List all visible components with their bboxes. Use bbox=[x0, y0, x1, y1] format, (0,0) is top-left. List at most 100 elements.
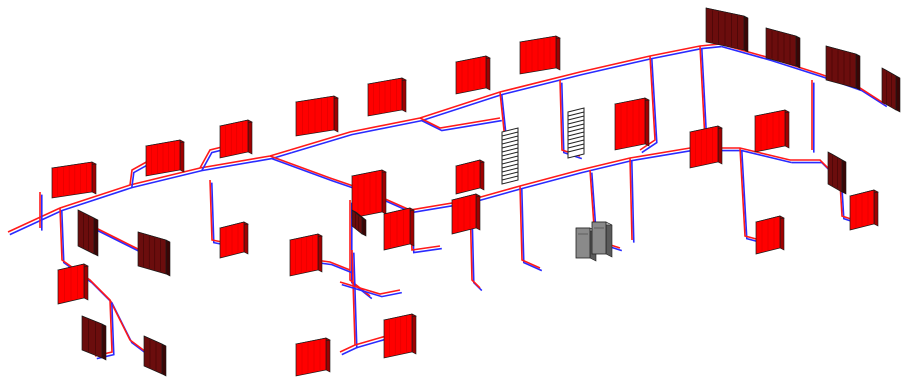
boiler-side bbox=[605, 221, 613, 258]
radiator-icon bbox=[754, 109, 790, 153]
radiator-front bbox=[351, 209, 363, 235]
radiator-icon bbox=[289, 233, 323, 277]
radiator-front bbox=[77, 209, 95, 255]
radiator-side bbox=[841, 159, 847, 195]
radiator-front bbox=[383, 313, 413, 359]
pipe-network bbox=[7, 43, 888, 360]
radiator-front bbox=[825, 45, 857, 89]
radiator-dark-icon bbox=[827, 151, 847, 195]
radiator-icon bbox=[455, 159, 485, 195]
return-pipe bbox=[421, 119, 502, 132]
radiator-front bbox=[219, 119, 249, 159]
radiator-side bbox=[83, 263, 89, 301]
return-pipe bbox=[291, 45, 722, 154]
towel-rail-bar bbox=[567, 127, 585, 133]
towel-rail-bar bbox=[567, 131, 585, 137]
return-pipe bbox=[521, 188, 543, 272]
radiator-side bbox=[161, 343, 167, 377]
towel-rail-bar bbox=[501, 139, 519, 145]
radiator-front bbox=[827, 151, 843, 193]
radiator-side bbox=[873, 189, 879, 227]
radiator-icon bbox=[383, 207, 415, 251]
towel-rail-bar bbox=[501, 175, 519, 181]
towel-rail-bar bbox=[567, 115, 585, 121]
boiler-front bbox=[575, 227, 591, 259]
radiator-side bbox=[317, 233, 323, 273]
radiator-dark-icon bbox=[765, 27, 801, 69]
supply-pipe bbox=[519, 185, 541, 269]
return-pipe bbox=[350, 202, 373, 300]
radiator-side bbox=[795, 35, 801, 69]
towel-rail-bar bbox=[567, 111, 585, 117]
radiator-side bbox=[361, 217, 367, 237]
radiator-side bbox=[475, 193, 481, 231]
towel-rail-bar bbox=[501, 147, 519, 153]
radiator-dark-icon bbox=[881, 67, 901, 113]
radiator-side bbox=[717, 125, 723, 165]
radiator-front bbox=[765, 27, 797, 67]
towel-rail-bar bbox=[567, 139, 585, 145]
towel-rail-bar bbox=[567, 135, 585, 141]
radiator-front bbox=[351, 169, 383, 219]
towel-rail-icon bbox=[501, 127, 519, 185]
radiator-icon bbox=[689, 125, 723, 169]
radiator-side bbox=[101, 323, 107, 361]
radiator-side bbox=[381, 169, 387, 215]
supply-pipe bbox=[719, 43, 886, 105]
radiator-side bbox=[409, 207, 415, 247]
towel-rail-bar bbox=[501, 155, 519, 161]
radiator-dark-icon bbox=[137, 231, 171, 277]
supply-pipe bbox=[339, 249, 356, 353]
radiator-side bbox=[243, 221, 249, 255]
radiator-side bbox=[179, 139, 185, 173]
radiator-side bbox=[555, 35, 561, 71]
supply-pipe bbox=[419, 117, 501, 129]
radiator-front bbox=[289, 233, 319, 277]
return-pipe bbox=[721, 45, 888, 108]
radiator-front bbox=[143, 335, 163, 375]
towel-rail-bar bbox=[501, 171, 519, 177]
radiator-front bbox=[689, 125, 719, 169]
radiator-icon bbox=[849, 189, 879, 231]
radiator-front bbox=[754, 109, 786, 153]
supply-pipe bbox=[129, 159, 151, 186]
towel-rail-bar bbox=[501, 159, 519, 165]
supply-pipe bbox=[739, 147, 761, 241]
radiator-dark-icon bbox=[143, 335, 167, 377]
radiator-side bbox=[247, 119, 253, 155]
supply-pipe bbox=[289, 43, 721, 151]
radiator-icon bbox=[455, 55, 491, 95]
boiler-front bbox=[591, 221, 607, 255]
radiator-side bbox=[325, 337, 331, 373]
supply-pipe bbox=[59, 207, 151, 356]
radiator-icon bbox=[295, 95, 339, 137]
radiator-icon bbox=[367, 77, 407, 117]
return-pipe bbox=[641, 58, 658, 154]
radiator-side bbox=[401, 77, 407, 113]
radiator-icon bbox=[295, 337, 331, 377]
radiator-side bbox=[644, 97, 650, 147]
towel-rail-bar bbox=[567, 147, 585, 153]
radiator-front bbox=[614, 97, 646, 151]
radiator-front bbox=[137, 231, 167, 275]
radiator-dark-icon bbox=[77, 209, 99, 257]
supply-pipe bbox=[639, 55, 656, 151]
return-pipe bbox=[561, 82, 583, 160]
radiator-front bbox=[51, 161, 93, 199]
radiator-icon bbox=[351, 169, 387, 219]
radiator-side bbox=[93, 217, 99, 257]
return-pipe bbox=[341, 283, 402, 298]
radiator-icon bbox=[451, 193, 481, 235]
radiator-side bbox=[895, 75, 901, 113]
radiator-icon bbox=[614, 97, 650, 151]
radiator-icon bbox=[57, 263, 89, 305]
radiator-side bbox=[784, 109, 790, 149]
radiator-side bbox=[411, 313, 417, 355]
towel-rail-bar bbox=[501, 167, 519, 173]
return-pipe bbox=[631, 160, 635, 243]
radiator-dark-icon bbox=[825, 45, 861, 91]
towel-rail-bar bbox=[567, 143, 585, 149]
radiator-side bbox=[479, 159, 485, 191]
boiler-icon bbox=[591, 221, 613, 258]
